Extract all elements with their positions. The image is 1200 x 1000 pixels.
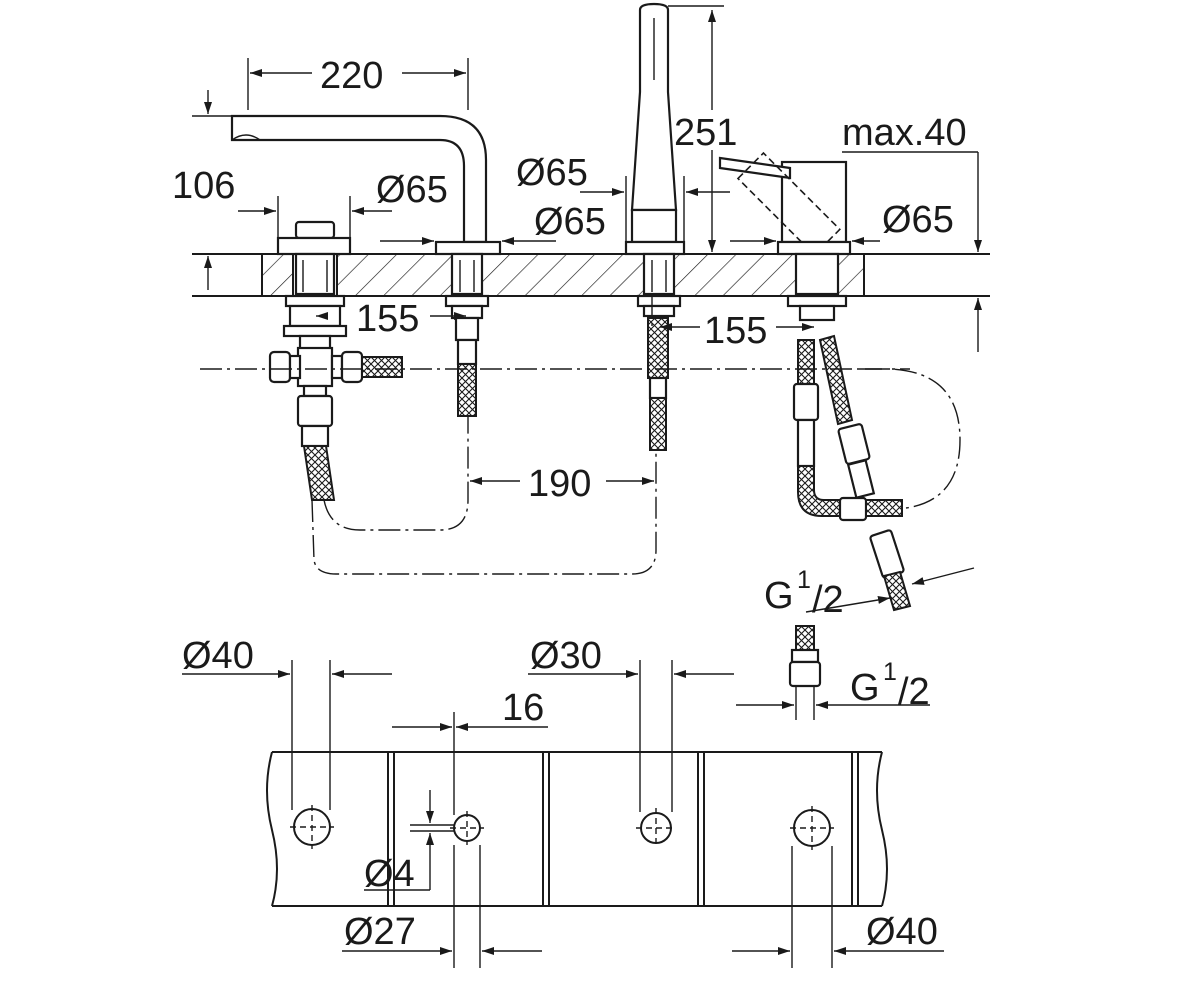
dim-hole-40-left-label: Ø40 [182, 635, 254, 677]
svg-text:G: G [764, 575, 794, 617]
dim-hole-40-right-label: Ø40 [866, 911, 938, 953]
dim-190-label: 190 [528, 463, 591, 505]
svg-text:/2: /2 [898, 671, 930, 713]
hose-connector-end [736, 625, 930, 720]
svg-text:G: G [850, 667, 880, 709]
hose-routing-lines [200, 296, 961, 575]
dim-hole-27-label: Ø27 [344, 911, 416, 953]
dimension-lines-top [192, 5, 982, 613]
dim-155-left-label: 155 [356, 298, 419, 340]
dim-spout-diameter-label: Ø65 [534, 201, 606, 243]
deck-plate-top-view [266, 751, 888, 907]
dim-4-label: Ø4 [364, 853, 415, 895]
dim-diverter-diameter-label: Ø65 [376, 169, 448, 211]
dimension-labels: 220 106 Ø65 Ø65 Ø65 251 max.40 Ø65 155 1… [172, 55, 967, 953]
dim-hole-30-label: Ø30 [530, 635, 602, 677]
dim-mixer-diameter-label: Ø65 [882, 199, 954, 241]
svg-text:1: 1 [883, 658, 897, 686]
dim-max40-label: max.40 [842, 112, 967, 154]
single-lever-mixer [718, 151, 912, 612]
spout [230, 114, 502, 417]
dim-251-label: 251 [674, 112, 737, 154]
svg-text:1: 1 [797, 566, 811, 594]
dimension-lines-bottom [182, 660, 944, 968]
dim-shower-diameter-label: Ø65 [516, 152, 588, 194]
dim-106-label: 106 [172, 165, 235, 207]
thread-label-lower: G 1 /2 [850, 658, 930, 713]
diverter-knob [268, 220, 403, 501]
dim-220-label: 220 [320, 55, 383, 97]
dim-155-right-label: 155 [704, 310, 767, 352]
svg-text:/2: /2 [812, 579, 844, 621]
thread-label-upper: G 1 /2 [764, 566, 844, 621]
hand-shower [624, 2, 686, 451]
dim-16-label: 16 [502, 687, 544, 729]
